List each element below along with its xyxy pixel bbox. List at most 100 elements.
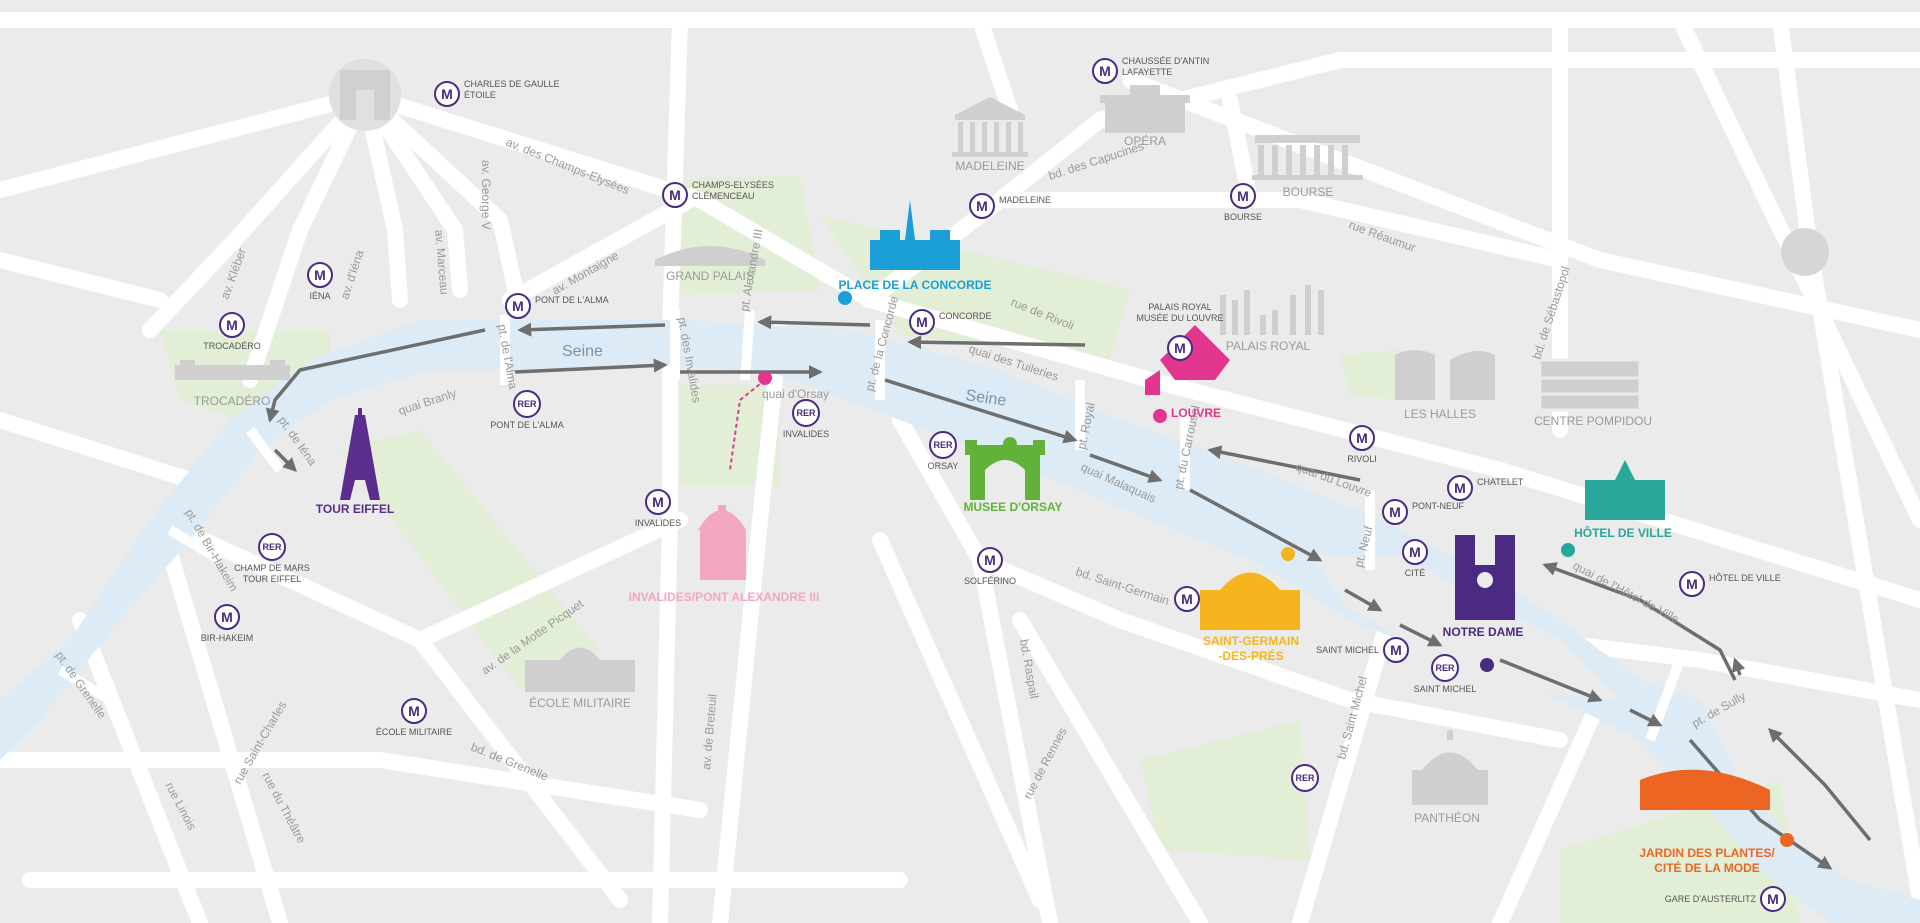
route-arrow bbox=[1542, 562, 1737, 681]
seine-label-east: Seine bbox=[964, 387, 1007, 410]
station-type-glyph: M bbox=[984, 552, 996, 568]
street-label: quai d'Orsay bbox=[762, 387, 829, 401]
palais-royal-building-icon bbox=[1220, 285, 1324, 335]
station-type-glyph: M bbox=[669, 187, 681, 203]
rer-icon bbox=[1431, 654, 1459, 682]
street-label: av. Marceau bbox=[432, 229, 452, 295]
metro-station-bourse: M BOURSE bbox=[1224, 183, 1262, 222]
station-label: CLÉMENCEAU bbox=[692, 191, 755, 201]
walk-path-invalides bbox=[729, 379, 766, 471]
metro-icon bbox=[505, 293, 531, 319]
station-type-glyph: RER bbox=[933, 440, 953, 450]
metro-icon bbox=[1167, 335, 1193, 361]
station-label: SOLFÉRINO bbox=[964, 576, 1016, 586]
metro-icon bbox=[1760, 886, 1786, 912]
landmark-label: CENTRE POMPIDOU bbox=[1534, 414, 1652, 428]
metro-station-stgermain_m: M bbox=[1174, 586, 1200, 612]
stop-label-jardin: CITÉ DE LA MODE bbox=[1654, 860, 1760, 875]
station-type-glyph: M bbox=[652, 494, 664, 510]
metro-icon bbox=[1230, 183, 1256, 209]
stop-label-stgermain: SAINT-GERMAIN bbox=[1203, 634, 1299, 648]
metro-icon bbox=[401, 698, 427, 724]
station-label: SAINT MICHEL bbox=[1414, 684, 1477, 694]
station-label: CHAMPS-ELYSÉES bbox=[692, 180, 774, 190]
station-label: CHAUSSÉE D'ANTIN bbox=[1122, 56, 1209, 66]
hotel-de-ville-icon bbox=[1585, 460, 1665, 520]
route-arrow bbox=[273, 448, 297, 472]
rer-icon bbox=[513, 390, 541, 418]
arc-de-triomphe bbox=[329, 59, 401, 131]
station-type-glyph: M bbox=[221, 609, 233, 625]
station-label: LAFAYETTE bbox=[1122, 67, 1172, 77]
street-label: av. de Breteuil bbox=[699, 694, 720, 771]
route-arrow bbox=[884, 378, 1078, 444]
concorde-obelisk-icon bbox=[870, 200, 960, 270]
station-label: ÉCOLE MILITAIRE bbox=[376, 727, 452, 737]
metro-icon bbox=[1174, 586, 1200, 612]
route-arrow bbox=[1089, 453, 1163, 483]
station-label: IÉNA bbox=[309, 291, 330, 301]
station-type-glyph: M bbox=[916, 314, 928, 330]
seine-label-west: Seine bbox=[562, 343, 603, 360]
stop-label-concorde: PLACE DE LA CONCORDE bbox=[839, 278, 992, 292]
jardin-des-plantes-icon bbox=[1640, 769, 1770, 810]
stop-dots bbox=[758, 291, 1794, 847]
station-type-glyph: RER bbox=[262, 542, 282, 552]
route-arrow bbox=[1399, 623, 1443, 647]
station-label: INVALIDES bbox=[635, 518, 681, 528]
station-label: PONT DE L'ALMA bbox=[535, 295, 609, 305]
station-label: INVALIDES bbox=[783, 429, 829, 439]
ile-de-la-cite bbox=[1310, 555, 1620, 700]
metro-icon bbox=[969, 193, 995, 219]
rer-icon bbox=[929, 431, 957, 459]
station-type-glyph: M bbox=[408, 703, 420, 719]
landmark-label: PANTHÉON bbox=[1414, 810, 1480, 825]
stop-icons bbox=[340, 200, 1770, 810]
station-type-glyph: M bbox=[1099, 63, 1111, 79]
metro-station-invalides_m: M INVALIDES bbox=[635, 489, 681, 528]
route-arrow bbox=[1344, 588, 1383, 612]
station-type-glyph: M bbox=[1237, 188, 1249, 204]
station-label: CHAMP DE MARS bbox=[234, 563, 310, 573]
station-type-glyph: M bbox=[1767, 891, 1779, 907]
musee-orsay-icon bbox=[965, 440, 1045, 500]
station-label: BOURSE bbox=[1224, 212, 1262, 222]
metro-icon bbox=[1092, 58, 1118, 84]
stop-label-invalides: INVALIDES/PONT ALEXANDRE III bbox=[629, 590, 820, 604]
landmark-label: BOURSE bbox=[1283, 185, 1334, 199]
station-type-glyph: M bbox=[1454, 480, 1466, 496]
route-arrow bbox=[757, 315, 871, 330]
landmark-label: TROCADÉRO bbox=[194, 393, 271, 408]
road-network bbox=[0, 12, 1920, 923]
station-type-glyph: M bbox=[1181, 591, 1193, 607]
station-label: MUSÉE DU LOUVRE bbox=[1136, 313, 1223, 323]
centre-pompidou-building-icon bbox=[1538, 358, 1642, 412]
grand-palais-building-icon bbox=[655, 246, 765, 266]
route-arrow bbox=[517, 322, 666, 337]
route-arrow bbox=[1768, 728, 1872, 842]
route-arrow bbox=[514, 358, 668, 374]
park-champ-de-mars bbox=[340, 430, 600, 690]
stop-label-jardin: JARDIN DES PLANTES/ bbox=[1639, 846, 1775, 860]
station-label: TOUR EIFFEL bbox=[243, 574, 301, 584]
station-label: PALAIS ROYAL bbox=[1148, 302, 1211, 312]
metro-icon bbox=[434, 81, 460, 107]
stop-label-louvre: LOUVRE bbox=[1171, 406, 1221, 420]
station-label: PONT-NEUF bbox=[1412, 501, 1465, 511]
landmark-label: LES HALLES bbox=[1404, 407, 1476, 421]
landmark-label: GRAND PALAIS bbox=[666, 269, 754, 283]
